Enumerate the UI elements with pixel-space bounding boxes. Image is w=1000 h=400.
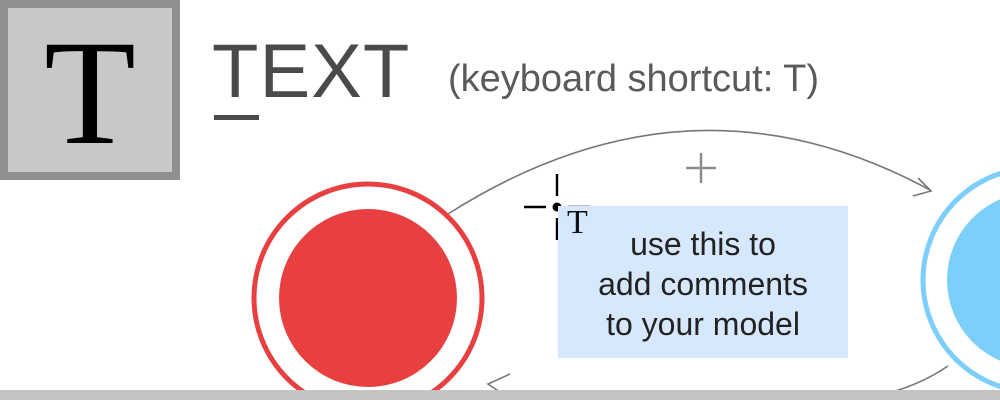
comment-text[interactable]: use this to add comments to your model <box>598 226 808 342</box>
text-tool-glyph: T <box>44 10 136 176</box>
tool-title: TEXT <box>212 29 410 120</box>
blue-stock-node[interactable] <box>920 168 1000 392</box>
red-stock-node[interactable] <box>251 181 485 400</box>
tool-title-rest: EXT <box>259 29 411 114</box>
text-cursor-glyph-icon: T <box>567 204 588 241</box>
comment-box[interactable]: use this to add comments to your model <box>558 206 848 358</box>
top-flow-arrow[interactable] <box>447 129 931 215</box>
plus-icon <box>686 153 716 183</box>
top-arrowhead-icon <box>912 177 933 197</box>
text-tool-icon[interactable]: T <box>0 0 180 180</box>
keyboard-shortcut-label: (keyboard shortcut: T) <box>448 58 820 100</box>
bottom-scrollbar[interactable] <box>0 390 1000 400</box>
text-tool-icon-face: T <box>8 8 172 172</box>
tool-title-shortcut-letter: T <box>212 29 260 120</box>
